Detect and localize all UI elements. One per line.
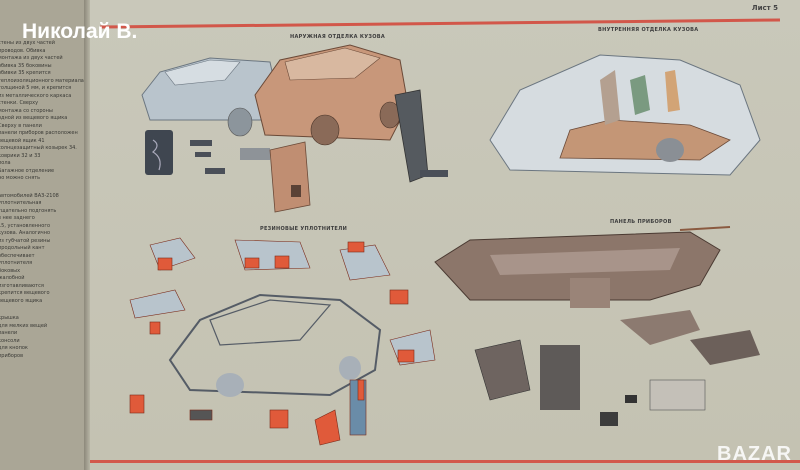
left-page-text-line: монтажа со стороны [0, 107, 53, 114]
left-page-text-line: из металлического каркаса [0, 92, 72, 99]
left-page-text-line: вещевой ящик 41 [0, 137, 45, 144]
bazar-logo: BAZAR [717, 443, 792, 465]
exterior-gray-car [141, 57, 276, 137]
left-page-text-line: боковых [0, 267, 21, 274]
left-page-text-line: для мелких вещей [0, 322, 48, 329]
left-page-text-line: пола [0, 160, 11, 166]
door-trim-part [269, 141, 311, 213]
technical-illustrations [129, 44, 761, 446]
left-page-text-line: консоли [0, 337, 20, 344]
left-page-text-line: жалобной [0, 275, 25, 281]
paragraph-gap [0, 305, 88, 315]
section-title-exterior: НАРУЖНАЯ ОТДЕЛКА КУЗОВА [290, 34, 386, 40]
seller-watermark: Николай В. [22, 20, 138, 43]
left-page-text-line: уплотнительная [0, 200, 42, 206]
left-page-text-line: изготавливаются [0, 282, 44, 289]
left-page-text-line: из губчатой резины [0, 237, 51, 244]
sheet-number: Лист 5 [751, 4, 778, 12]
left-page-text-line: продольный кант [0, 245, 45, 251]
left-page-text-line: тщательно подгонять [0, 207, 57, 214]
pillar-trim-part [394, 89, 429, 183]
left-page-text-line: автомобилей ВАЗ-2108 [0, 192, 59, 199]
left-page-text-line: обивки 35 крепится [0, 70, 51, 76]
left-page-text-line: но можно снять [0, 175, 41, 181]
left-page-text-line: приборов [0, 352, 24, 359]
mudguard-part [145, 130, 173, 175]
left-page-text-line: проводов. Обивка [0, 47, 46, 54]
left-page-text-line: в нее заднего [0, 215, 35, 221]
left-page-text-line: солнцезащитный козырек 34. [0, 145, 77, 151]
left-page-text-line: уплотнителя [0, 260, 33, 266]
left-page-text-line: толщиной 5 мм, и крепится [0, 85, 72, 91]
left-page-text-line: панели [0, 330, 18, 336]
badge-part [190, 140, 212, 146]
section-title-seals: РЕЗИНОВЫЕ УПЛОТНИТЕЛИ [260, 226, 348, 232]
left-page-text-line: монтажа из двух частей [0, 55, 63, 61]
bottom-red-rule [90, 460, 800, 463]
body-frame-illustration [168, 293, 382, 397]
dashboard-illustration [434, 226, 760, 426]
exterior-brown-car [254, 44, 409, 146]
left-page-text-line: кузова. Аналогично [0, 230, 51, 236]
left-page-text-line: 15, установленного [0, 222, 51, 229]
right-page: Лист 5 НАРУЖНАЯ ОТДЕЛКА КУЗОВА ВНУТРЕННЯ… [90, 0, 800, 470]
left-page-text-line: крепится вещевого [0, 290, 50, 296]
left-page-text-line: одной из вещевого ящика [0, 115, 68, 121]
section-title-dashboard: ПАНЕЛЬ ПРИБОРОВ [610, 219, 672, 225]
seal-parts [129, 237, 436, 446]
left-page-text-line: для кнопок [0, 345, 28, 351]
paragraph-gap [0, 183, 88, 193]
left-page-text-line: обивка 35 боковины [0, 62, 52, 69]
left-page-text-line: Багажное отделение [0, 167, 55, 174]
interior-cutaway-car [489, 54, 761, 176]
left-page-text-line: стены из двух частей [0, 40, 55, 46]
book-fold [84, 0, 92, 470]
left-page-text-line: Сверху в панели [0, 122, 42, 129]
left-page-text-line: крышка [0, 315, 19, 321]
left-page-text-line: панели приборов расположен [0, 130, 78, 136]
left-page-text-line: теплоизоляционного материала [0, 77, 84, 84]
left-page-text-line: обеспечивает [0, 252, 35, 259]
section-title-interior: ВНУТРЕННЯЯ ОТДЕЛКА КУЗОВА [598, 27, 699, 33]
left-page-text-line: вещевого ящика [0, 297, 43, 304]
left-page-text-line: коврики 32 и 33 [0, 152, 41, 159]
left-page-text-line: стенки. Сверху [0, 100, 39, 106]
